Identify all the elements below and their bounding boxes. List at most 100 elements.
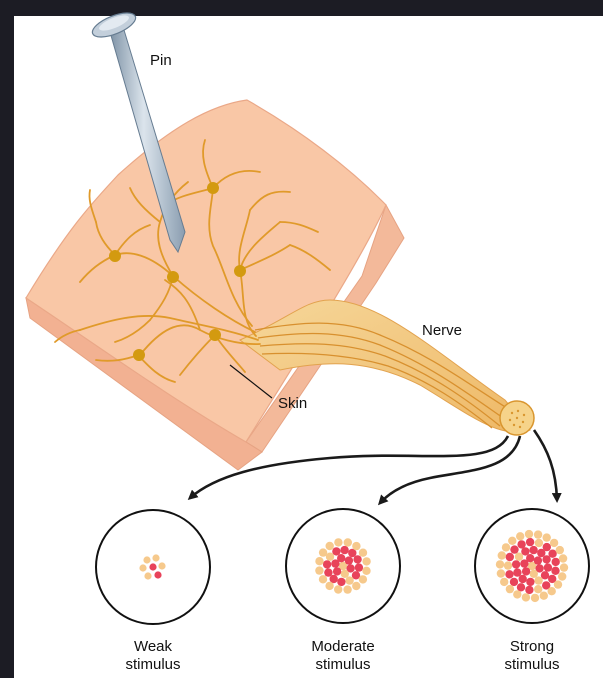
fiber-dot: [516, 532, 524, 540]
fiber-dot: [513, 590, 521, 598]
fiber-dot: [526, 554, 534, 562]
fiber-dot: [345, 576, 353, 584]
fiber-dot: [560, 563, 568, 571]
caption-weak-line2: stimulus: [93, 656, 213, 674]
fiber-dot: [529, 546, 537, 554]
fiber-dot: [525, 530, 533, 538]
skin-block: [26, 100, 404, 470]
weak-stimulus-circle: [96, 510, 210, 624]
fiber-dot: [345, 556, 353, 564]
fiber-dot: [534, 530, 542, 538]
fiber-dot: [352, 582, 360, 590]
fiber-dot: [558, 572, 566, 580]
fiber-dot: [319, 548, 327, 556]
fiber-dot: [496, 560, 504, 568]
receptor-dot: [167, 271, 179, 283]
fiber-dot: [315, 557, 323, 565]
fiber-dot: [534, 576, 542, 584]
fiber-dot: [506, 585, 514, 593]
receptor-dot: [234, 265, 246, 277]
fiber-dot: [531, 594, 539, 602]
fiber-dot: [550, 539, 558, 547]
fiber-dot: [525, 586, 533, 594]
receptor-dot: [207, 182, 219, 194]
caption-moderate-line1: Moderate: [283, 638, 403, 656]
fiber-dot: [352, 542, 360, 550]
fiber-dot: [551, 567, 559, 575]
pin-label: Pin: [150, 52, 172, 70]
fiber-dot: [504, 561, 512, 569]
fiber-dot: [512, 560, 520, 568]
fiber-dot: [544, 563, 552, 571]
moderate-stimulus-circle: [286, 509, 400, 623]
fiber-dot: [343, 585, 351, 593]
fiber-dot: [334, 585, 342, 593]
fiber-dot: [337, 554, 345, 562]
fiber-dot: [359, 575, 367, 583]
fiber-dot: [517, 583, 525, 591]
fiber-dot: [543, 533, 551, 541]
fiber-dot: [534, 585, 542, 593]
fiber-dot: [513, 568, 521, 576]
nerve-label: Nerve: [422, 322, 462, 340]
receptor-dot: [209, 329, 221, 341]
fiber-dot: [359, 549, 367, 557]
fiber-dot: [332, 547, 340, 555]
fiber-dot: [315, 566, 323, 574]
fiber-dot: [552, 558, 560, 566]
fiber-dot: [325, 582, 333, 590]
fiber-dot: [340, 546, 348, 554]
fiber-dot: [548, 550, 556, 558]
strong-stimulus-circle: [475, 509, 589, 623]
fiber-dot: [353, 555, 361, 563]
caption-moderate: Moderate stimulus: [283, 638, 403, 674]
fiber-dot: [337, 578, 345, 586]
receptor-dot: [109, 250, 121, 262]
fiber-dot: [324, 568, 332, 576]
fiber-dot: [522, 593, 530, 601]
fiber-dot: [540, 592, 548, 600]
fiber-dot: [559, 554, 567, 562]
fiber-dot: [498, 551, 506, 559]
fiber-dot: [497, 569, 505, 577]
fiber-dot: [526, 578, 534, 586]
skin-top-face: [26, 100, 386, 442]
fiber-dot: [341, 570, 349, 578]
caption-moderate-line2: stimulus: [283, 656, 403, 674]
fiber-dot: [548, 587, 556, 595]
fiber-dot: [526, 538, 534, 546]
caption-weak: Weak stimulus: [93, 638, 213, 674]
fiber-dot: [506, 553, 514, 561]
fiber-dot: [535, 539, 543, 547]
fiber-dot: [522, 567, 530, 575]
fiber-dot: [344, 538, 352, 546]
arrow-strong: [534, 430, 557, 500]
skin-label: Skin: [278, 395, 307, 413]
fiber-dot: [530, 570, 538, 578]
fiber-dot: [517, 540, 525, 548]
fiber-dot: [334, 538, 342, 546]
fiber-dot: [505, 570, 513, 578]
caption-weak-line1: Weak: [93, 638, 213, 656]
fiber-dot: [556, 546, 564, 554]
caption-strong: Strong stimulus: [472, 638, 592, 674]
caption-strong-line1: Strong: [472, 638, 592, 656]
fiber-dot: [326, 542, 334, 550]
fiber-dot: [502, 543, 510, 551]
fiber-dot: [554, 580, 562, 588]
fiber-dot: [508, 537, 516, 545]
caption-strong-line2: stimulus: [472, 656, 592, 674]
fiber-dot: [319, 575, 327, 583]
receptor-dot: [133, 349, 145, 361]
fiber-dot: [500, 578, 508, 586]
fiber-dot: [510, 578, 518, 586]
fiber-dot: [323, 560, 331, 568]
fiber-dot: [362, 557, 370, 565]
fiber-dot: [333, 567, 341, 575]
fiber-dot: [543, 543, 551, 551]
fiber-dot: [510, 545, 518, 553]
fiber-dot: [355, 563, 363, 571]
fiber-dot: [362, 567, 370, 575]
